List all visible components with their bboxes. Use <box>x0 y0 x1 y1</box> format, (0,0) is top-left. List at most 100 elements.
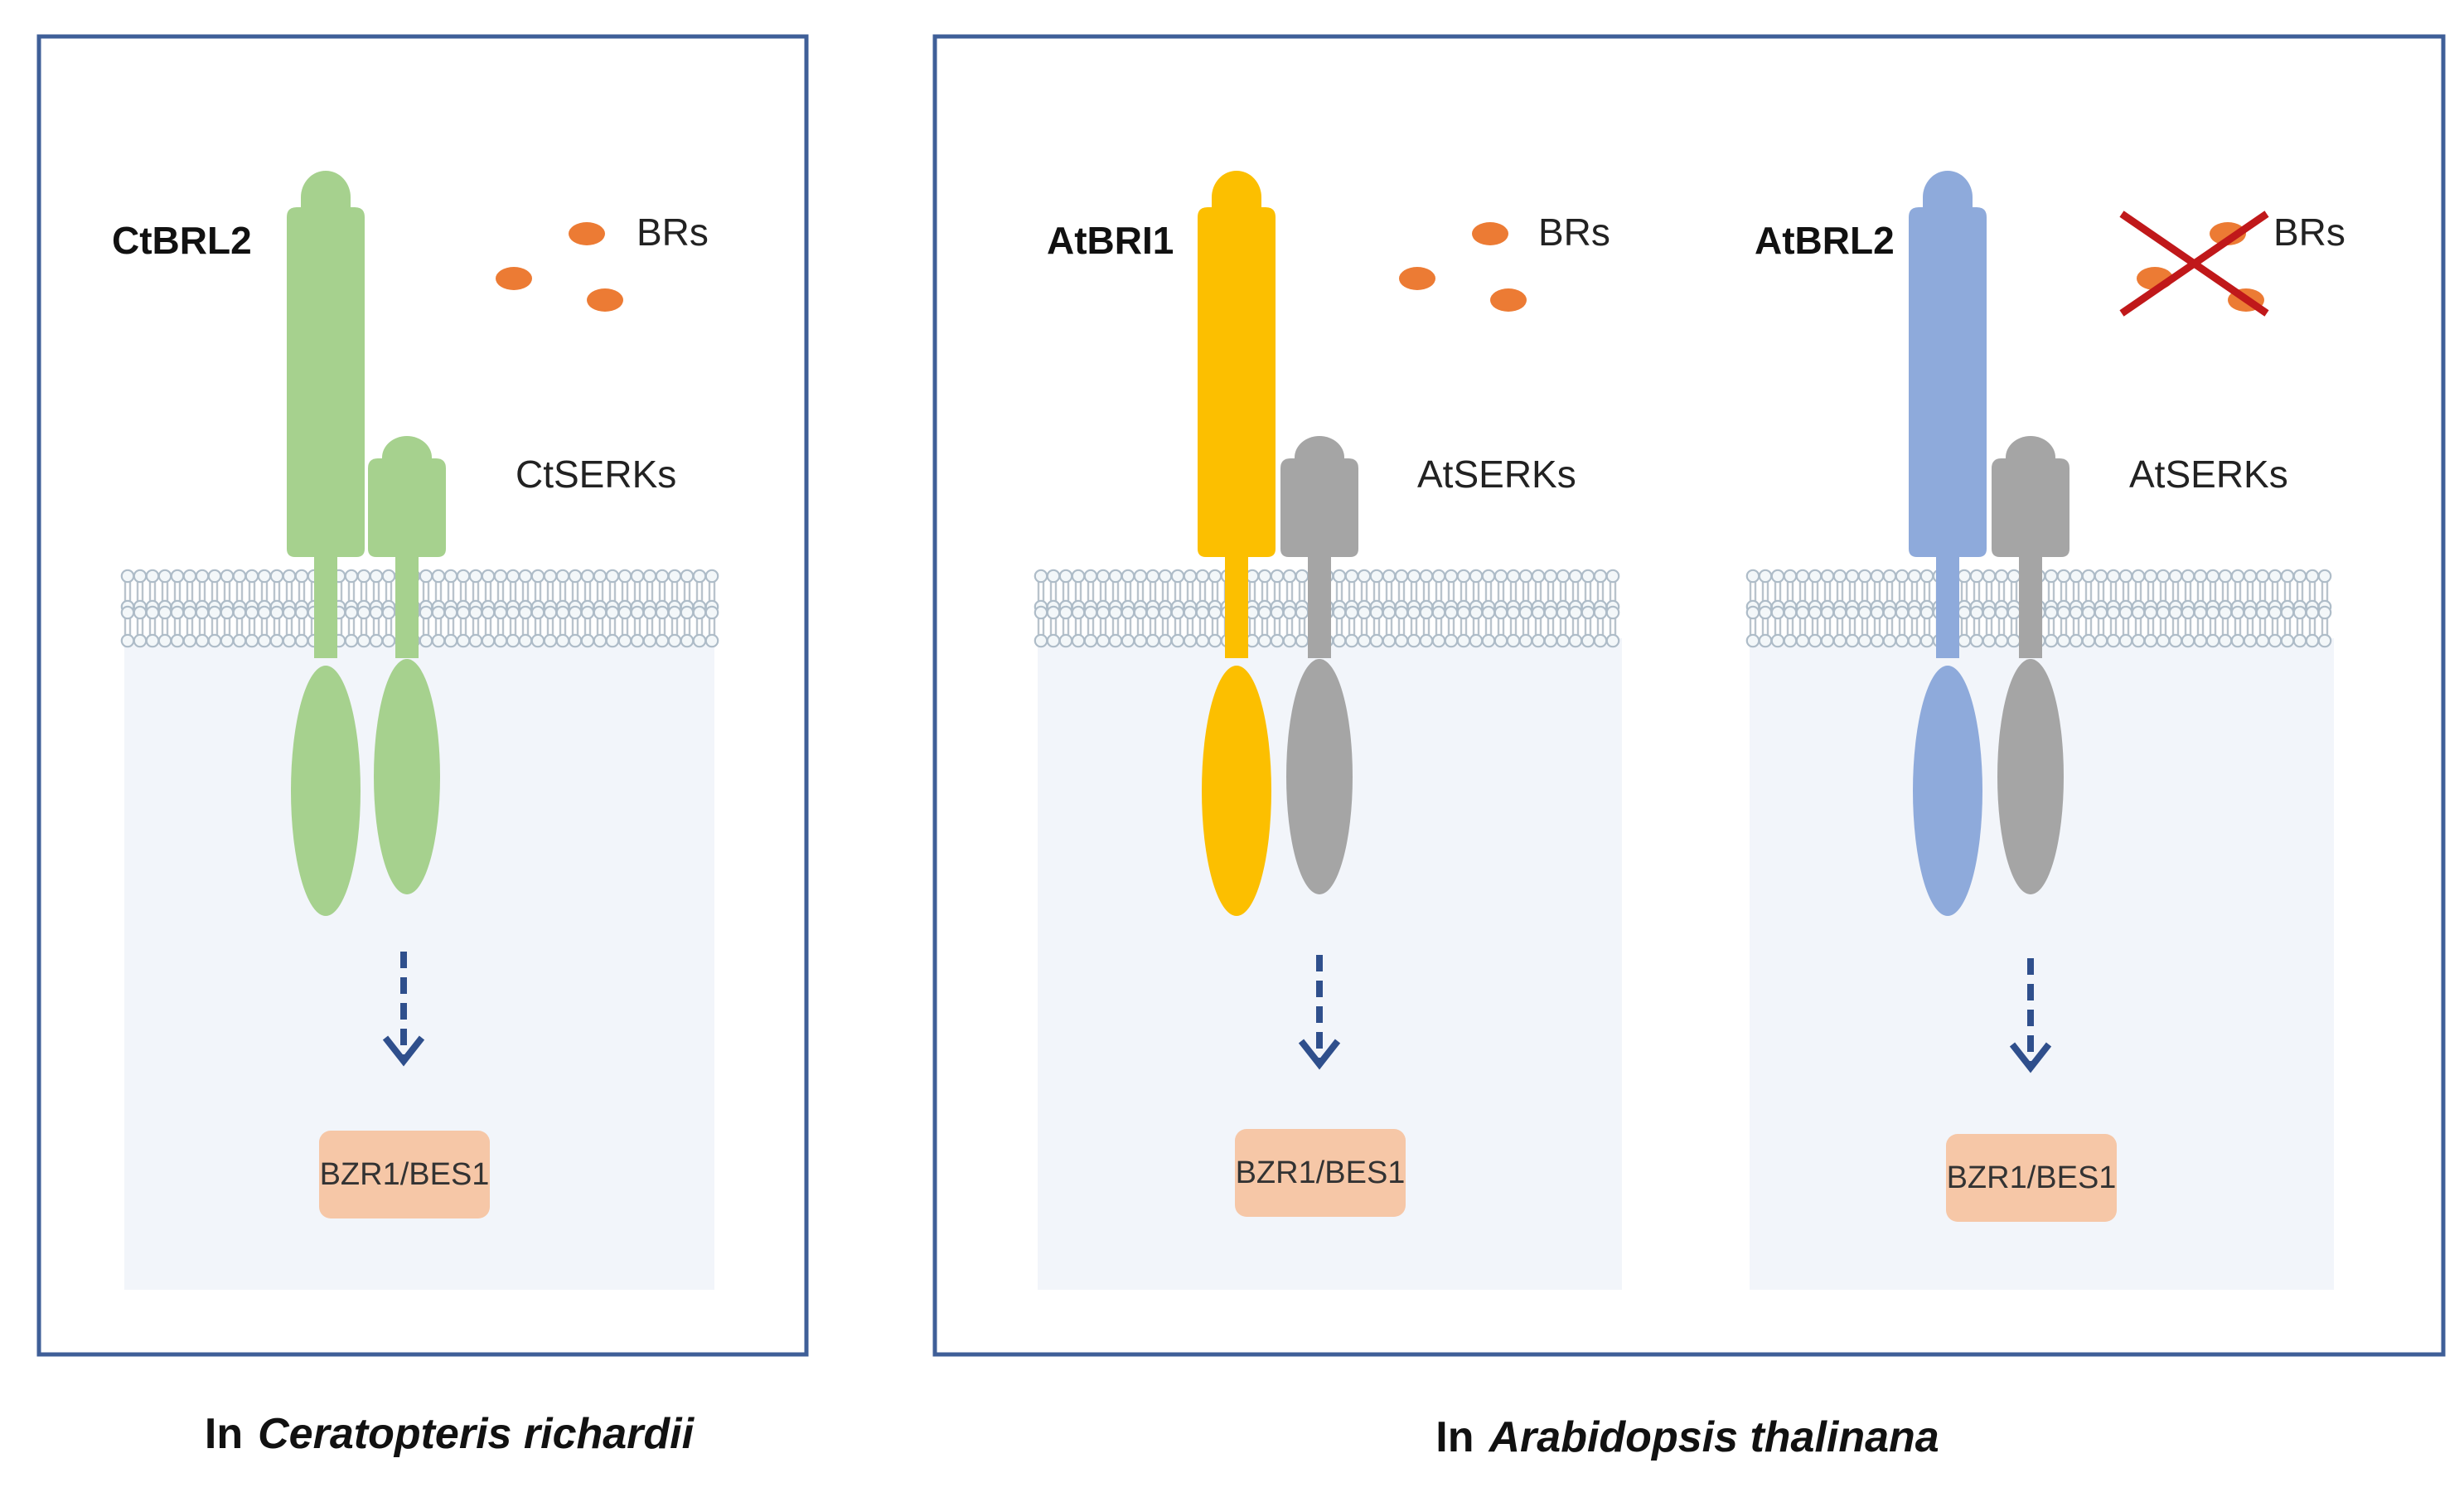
lipid-head <box>207 633 222 648</box>
coreceptor-transmembrane <box>1308 557 1331 658</box>
lipid-head <box>1419 633 1434 648</box>
lipid-head <box>1982 605 1997 620</box>
lipid-head <box>1982 633 1997 648</box>
lipid-head <box>2044 605 2059 620</box>
lipid-head <box>1170 569 1185 584</box>
lipid-head <box>1344 605 1359 620</box>
lipid-head <box>1444 605 1459 620</box>
lipid-head <box>1770 633 1785 648</box>
lipid-head <box>456 569 471 584</box>
lipid-head <box>1419 605 1434 620</box>
tf-box <box>1235 1129 1406 1217</box>
lipid-head <box>1832 633 1847 648</box>
lipid-head <box>2081 569 2096 584</box>
lipid-head <box>655 605 670 620</box>
lipid-head <box>2255 633 2270 648</box>
lipid-head <box>1568 569 1583 584</box>
lipid-head <box>1208 605 1222 620</box>
receptor-kinase-domain <box>291 666 361 916</box>
coreceptor-extracellular-domain <box>1280 458 1358 557</box>
lipid-head <box>2243 569 2258 584</box>
lipid-head <box>145 605 160 620</box>
lipid-head <box>244 605 259 620</box>
lipid-head <box>1919 605 1934 620</box>
lipid-head <box>282 569 297 584</box>
lipid-head <box>419 569 433 584</box>
lipid-head <box>1357 605 1372 620</box>
lipid-head <box>667 605 682 620</box>
br-molecule <box>496 267 532 290</box>
lipid-head <box>1543 605 1558 620</box>
receptor-cap <box>1923 171 1973 214</box>
lipid-head <box>120 633 135 648</box>
lipid-head <box>431 569 446 584</box>
lipid-head <box>481 633 496 648</box>
lipid-head <box>232 633 247 648</box>
lipid-head <box>431 633 446 648</box>
lipid-head <box>1795 633 1810 648</box>
lipid-head <box>1058 633 1073 648</box>
lipid-head <box>1046 569 1061 584</box>
plasma-membrane <box>1034 569 1620 648</box>
lipid-head <box>1431 569 1446 584</box>
lipid-head <box>1382 633 1397 648</box>
lipid-head <box>1170 633 1185 648</box>
lipid-head <box>1605 633 1620 648</box>
lipid-head <box>232 605 247 620</box>
lipid-head <box>1121 633 1135 648</box>
lipid-head <box>617 633 632 648</box>
lipid-head <box>2218 633 2233 648</box>
lipid-head <box>617 569 632 584</box>
lipid-head <box>1369 605 1384 620</box>
lipid-head <box>157 569 172 584</box>
lipid-head <box>381 605 396 620</box>
lipid-head <box>1158 633 1173 648</box>
lipid-head <box>1531 605 1546 620</box>
tf-label: BZR1/BES1 <box>1947 1160 2117 1195</box>
lipid-head <box>1456 633 1471 648</box>
lipid-head <box>1857 633 1872 648</box>
lipid-head <box>1969 605 1984 620</box>
lipid-head <box>1758 569 1773 584</box>
ligand-label: BRs <box>2273 211 2345 254</box>
lipid-head <box>1895 569 1910 584</box>
lipid-head <box>1870 633 1885 648</box>
cross-stroke <box>2119 211 2269 317</box>
caption-species: Ceratopteris richardii <box>258 1410 695 1458</box>
caption-prefix: In <box>205 1410 243 1458</box>
tf-label: BZR1/BES1 <box>320 1157 490 1192</box>
lipid-head <box>1808 633 1823 648</box>
lipid-head <box>2007 569 2021 584</box>
lipid-head <box>1270 633 1285 648</box>
lipid-head <box>530 569 545 584</box>
lipid-head <box>555 569 570 584</box>
lipid-head <box>1957 569 1972 584</box>
lipid-head <box>419 633 433 648</box>
tf-box <box>319 1131 490 1218</box>
lipid-head <box>2069 569 2084 584</box>
lipid-head <box>667 569 682 584</box>
lipid-head <box>1808 569 1823 584</box>
lipid-head <box>1745 569 1760 584</box>
lipid-head <box>605 569 620 584</box>
lipid-head <box>1332 605 1347 620</box>
lipid-head <box>2193 569 2208 584</box>
lipid-head <box>1969 569 1984 584</box>
lipid-head <box>1282 605 1297 620</box>
lipid-head <box>1096 605 1111 620</box>
lipid-head <box>344 605 359 620</box>
lipid-head <box>2118 633 2133 648</box>
lipid-head <box>182 569 197 584</box>
lipid-head <box>1208 569 1222 584</box>
lipid-head <box>170 569 185 584</box>
lipid-head <box>1208 633 1222 648</box>
coreceptor-cap <box>2006 436 2055 464</box>
lipid-head <box>2193 633 2208 648</box>
lipid-head <box>1481 605 1496 620</box>
lipid-head <box>2280 569 2295 584</box>
lipid-head <box>2156 633 2171 648</box>
lipid-head <box>244 569 259 584</box>
lipid-head <box>1783 605 1798 620</box>
lipid-head <box>605 633 620 648</box>
lipid-head <box>1133 605 1148 620</box>
